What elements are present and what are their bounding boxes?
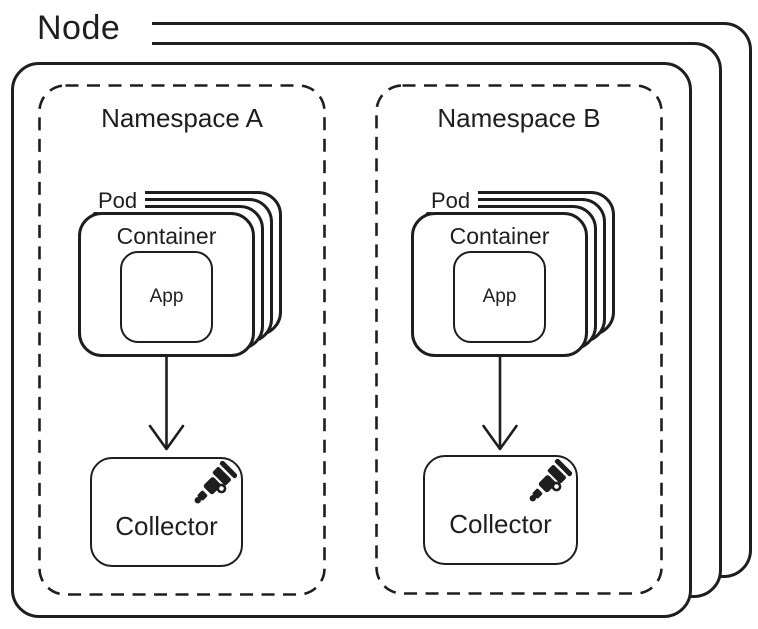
- app-a-label: App: [149, 286, 184, 307]
- app-box-b: App: [453, 251, 546, 343]
- namespace-b: Namespace B: [375, 84, 663, 595]
- app-box-a: App: [120, 251, 213, 343]
- container-a-label: Container: [116, 223, 217, 249]
- namespace-a: Namespace A: [38, 84, 326, 596]
- telescope-icon: [529, 459, 572, 502]
- telescope-icon: [194, 461, 237, 504]
- pod-b-label: Pod: [431, 187, 471, 213]
- pod-b-label-area: Pod: [418, 183, 478, 212]
- collector-b-label: Collector: [449, 509, 552, 539]
- collector-box-b: Collector: [423, 455, 578, 565]
- pod-a-label: Pod: [98, 187, 138, 213]
- collector-box-a: Collector: [90, 457, 243, 567]
- node-title-area: Node: [0, 0, 152, 62]
- namespace-b-label: Namespace B: [437, 103, 601, 133]
- node-title: Node: [37, 8, 121, 47]
- namespace-a-dashed-border: [38, 84, 326, 596]
- pod-a-label-area: Pod: [85, 183, 145, 212]
- namespace-a-label: Namespace A: [101, 103, 263, 133]
- namespace-b-dashed-border: [375, 84, 663, 595]
- app-b-label: App: [482, 286, 517, 307]
- collector-a-label: Collector: [115, 511, 218, 541]
- container-b-label: Container: [449, 223, 550, 249]
